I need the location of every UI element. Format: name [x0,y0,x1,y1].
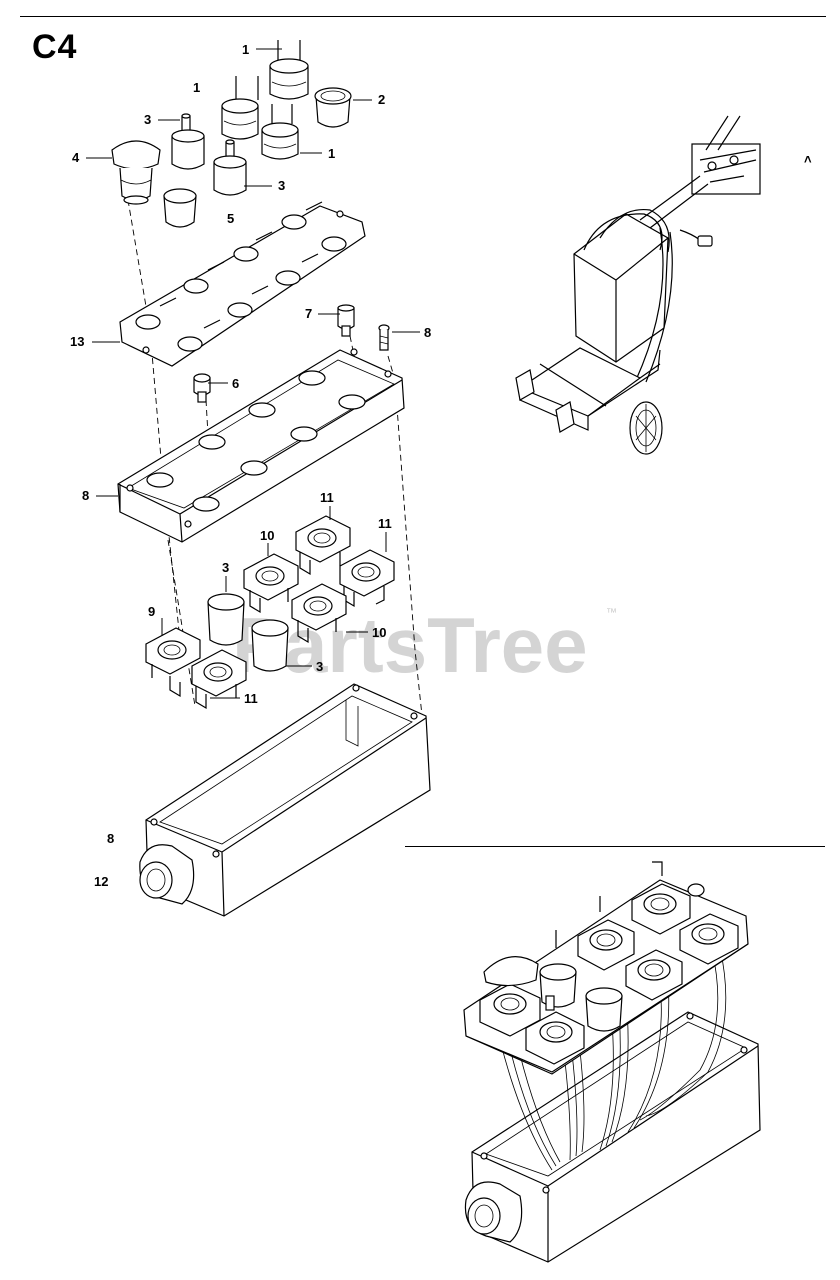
overview-mark: ˄ [804,152,812,167]
part-8-enclosure-box [139,683,431,917]
part-7-screw-cap [337,304,355,337]
trademark: ™ [606,607,617,619]
callout-8: 8 [424,325,431,340]
callout-3: 3 [316,659,323,674]
part-8-lid [117,348,405,543]
part-13-label-plate [119,201,366,367]
callout-3: 3 [278,178,285,193]
watermark: PartsTree [232,601,588,689]
part-8-screw [378,324,390,351]
inset-divider-rule [405,846,825,847]
part-6-screw-cap [193,373,211,403]
part-1-plug [221,76,259,140]
part-2-cap [314,87,352,128]
callout-3: 3 [144,112,151,127]
callout-1: 1 [328,146,335,161]
callout-8: 8 [107,831,114,846]
part-4-emergency-stop-button [111,140,161,205]
callout-10: 10 [372,625,386,640]
part-11-contact-block [339,549,395,608]
callout-leader-lines [86,48,420,699]
machine-overview-illustration: ˄ [515,115,812,455]
callout-5: 5 [227,211,234,226]
callout-6: 6 [232,376,239,391]
part-1-plug [269,40,309,100]
part-3-selector-knob [171,113,205,170]
part-11-contact-block [295,515,351,576]
assembly-axis-line [167,539,196,707]
assembled-control-box-illustration [463,861,761,1263]
callout-8: 8 [82,488,89,503]
callout-3: 3 [222,560,229,575]
callout-13: 13 [70,334,84,349]
part-3-lamp-holder [251,619,289,672]
callout-11: 11 [378,516,392,531]
part-10-contact-block [291,583,347,644]
callout-12: 12 [94,874,108,889]
callout-10: 10 [260,528,274,543]
part-1-plug [261,104,299,160]
part-3-selector-knob [213,139,247,196]
section-code: C4 [32,28,78,66]
callouts: 1 1 1 2 3 3 4 5 13 7 8 6 8 11 10 11 3 9 … [70,42,431,889]
callout-7: 7 [305,306,312,321]
callout-11: 11 [244,691,258,706]
part-9-contact-block [145,627,201,698]
part-11-contact-block [191,649,247,710]
callout-1: 1 [193,80,200,95]
callout-2: 2 [378,92,385,107]
callout-9: 9 [148,604,155,619]
part-3-lamp-holder [207,593,245,646]
callout-1: 1 [242,42,249,57]
top-rule [20,16,826,17]
callout-4: 4 [72,150,80,165]
part-5-cap [163,188,197,228]
part-10-contact-block [243,553,299,614]
assembly-axis-line [387,355,431,791]
callout-11: 11 [320,490,334,505]
assembly-axis-line [127,199,181,641]
